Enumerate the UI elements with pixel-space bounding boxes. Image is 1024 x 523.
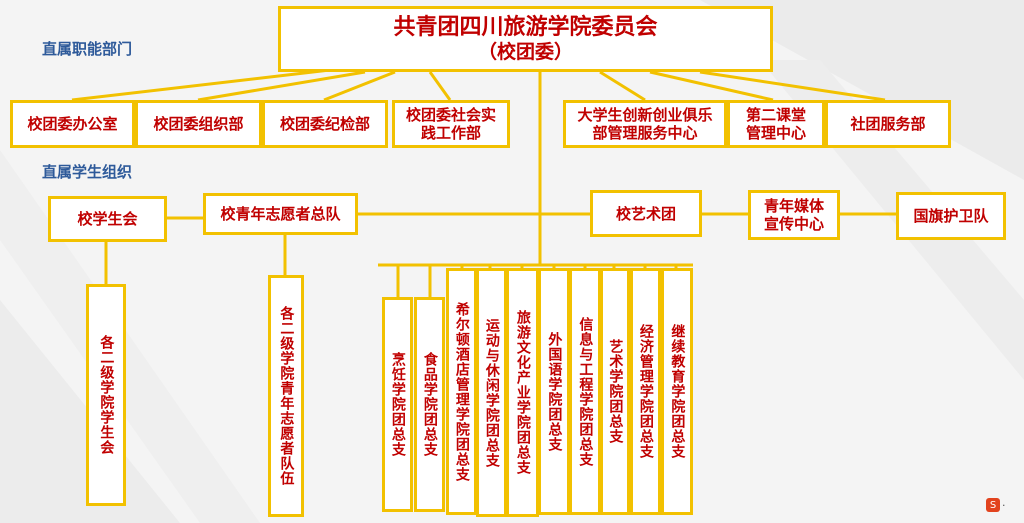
college-branch-art: 艺术学院团总支 bbox=[600, 268, 630, 515]
college-branch-information-engineering: 信息与工程学院团总支 bbox=[569, 268, 601, 515]
watermark-suffix: · bbox=[1002, 498, 1006, 512]
college-branch-sports-leisure: 运动与休闲学院团总支 bbox=[476, 268, 507, 517]
title-line-2: （校团委） bbox=[477, 40, 573, 63]
college-branch-tourism-culture: 旅游文化产业学院团总支 bbox=[506, 268, 539, 517]
org-youth-media-center: 青年媒体宣传中心 bbox=[748, 190, 840, 240]
dept-discipline-inspection: 校团委纪检部 bbox=[262, 100, 388, 148]
dept-innovation-entrepreneurship-club: 大学生创新创业俱乐部管理服务中心 bbox=[563, 100, 727, 148]
section-label-student-organizations: 直属学生组织 bbox=[42, 163, 133, 181]
root-node-youth-league-committee: 共青团四川旅游学院委员会 （校团委） bbox=[278, 6, 773, 72]
org-college-volunteer-teams: 各二级学院青年志愿者队伍 bbox=[268, 275, 304, 517]
college-branch-foreign-languages: 外国语学院团总支 bbox=[538, 268, 570, 515]
org-volunteer-corps: 校青年志愿者总队 bbox=[203, 193, 358, 235]
college-branch-culinary: 烹饪学院团总支 bbox=[382, 297, 413, 512]
watermark: S · bbox=[986, 493, 1020, 517]
college-branch-hilton-hotel: 希尔顿酒店管理学院团总支 bbox=[446, 268, 477, 515]
s-logo-icon: S bbox=[986, 498, 1000, 512]
college-branch-food: 食品学院团总支 bbox=[414, 297, 445, 512]
dept-social-practice: 校团委社会实践工作部 bbox=[392, 100, 510, 148]
section-label-functional-departments: 直属职能部门 bbox=[42, 40, 133, 58]
org-college-student-unions: 各二级学院学生会 bbox=[86, 284, 126, 506]
college-branch-continuing-education: 继续教育学院团总支 bbox=[661, 268, 693, 515]
org-art-troupe: 校艺术团 bbox=[590, 190, 702, 237]
dept-office: 校团委办公室 bbox=[10, 100, 135, 148]
org-student-union: 校学生会 bbox=[48, 196, 167, 242]
title-line-1: 共青团四川旅游学院委员会 bbox=[393, 14, 658, 41]
org-flag-guard: 国旗护卫队 bbox=[896, 192, 1006, 240]
dept-club-services: 社团服务部 bbox=[825, 100, 951, 148]
dept-organization: 校团委组织部 bbox=[135, 100, 262, 148]
dept-second-classroom-center: 第二课堂管理中心 bbox=[727, 100, 825, 148]
college-branch-economics-management: 经济管理学院团总支 bbox=[630, 268, 661, 515]
